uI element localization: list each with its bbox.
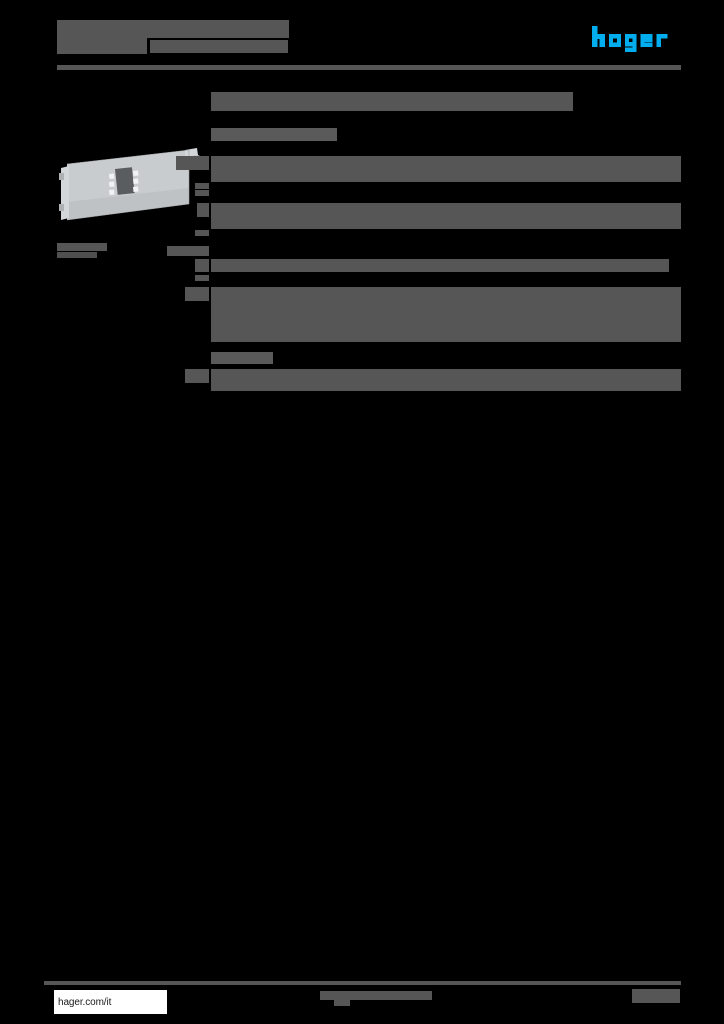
document-title-line-2 xyxy=(57,38,147,54)
footer-center-text-secondary xyxy=(334,1000,350,1006)
table-row-separator xyxy=(211,365,681,369)
table-row-label xyxy=(185,287,209,301)
table-row xyxy=(211,287,681,342)
page-title xyxy=(211,92,573,111)
table-row-separator xyxy=(238,182,638,186)
table-row-label xyxy=(195,230,209,236)
section-title-dimensions xyxy=(211,352,273,364)
figure-caption-line-2 xyxy=(57,252,97,258)
table-row-label xyxy=(195,183,209,189)
table-row xyxy=(211,259,669,272)
table-row-label xyxy=(167,246,209,256)
table-row-label xyxy=(185,369,209,383)
table-row-separator xyxy=(211,284,681,287)
table-row-separator xyxy=(211,229,631,233)
page-header xyxy=(0,0,724,80)
table-row-label xyxy=(195,275,209,281)
table-row-separator xyxy=(211,244,681,247)
table-row-separator xyxy=(211,344,681,352)
figure-caption-line-1 xyxy=(57,243,107,251)
footer-website-url[interactable]: hager.com/it xyxy=(58,996,112,1008)
footer-page-number xyxy=(632,989,680,1003)
footer-center-text xyxy=(320,991,432,1000)
table-row xyxy=(211,369,681,391)
hager-logo xyxy=(592,26,680,52)
table-row-label xyxy=(195,259,209,272)
product-image xyxy=(57,142,205,234)
table-row-label xyxy=(195,190,209,196)
document-subtitle xyxy=(150,40,288,53)
document-title-line-1 xyxy=(57,20,289,38)
table-row-label xyxy=(176,156,209,170)
table-row xyxy=(211,203,681,229)
header-divider xyxy=(57,65,681,70)
table-row xyxy=(211,156,681,182)
footer-divider xyxy=(44,981,681,985)
footer-website-box[interactable]: hager.com/it xyxy=(54,990,167,1014)
table-row-separator xyxy=(211,272,681,275)
section-title-characteristics xyxy=(211,128,337,141)
table-row-label xyxy=(197,203,209,217)
